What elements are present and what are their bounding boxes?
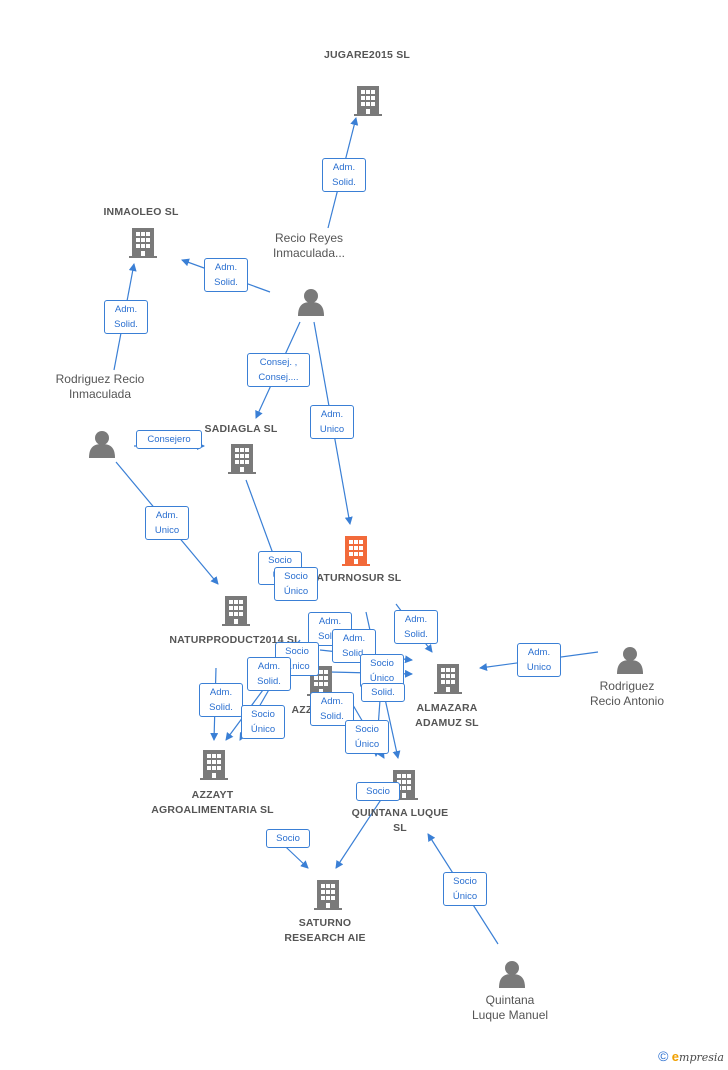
building-icon-sadiagla bbox=[228, 444, 256, 474]
company-almazara[interactable]: ALMAZARA ADAMUZ SL bbox=[415, 702, 479, 729]
building-icon-almazara bbox=[434, 664, 462, 694]
edge-label-consej[interactable]: Consej. , Consej.... bbox=[247, 353, 310, 387]
building-icon-azzayt bbox=[200, 750, 228, 780]
edge-label-adm-unico[interactable]: Adm. Unico bbox=[517, 643, 561, 677]
edge-label-socio-unico[interactable]: Socio Único bbox=[360, 654, 404, 688]
company-saturno[interactable]: SATURNO RESEARCH AIE bbox=[284, 917, 366, 944]
edge-label-socio-unico[interactable]: Socio Único bbox=[241, 705, 285, 739]
edge-label-adm-solid[interactable]: Adm. Solid. bbox=[322, 158, 366, 192]
company-naturproduct[interactable]: NATURPRODUCT2014 SL bbox=[169, 634, 301, 646]
person-icon-recio-reyes bbox=[298, 289, 324, 316]
company-azzayt[interactable]: AZZAYT AGROALIMENTARIA SL bbox=[151, 789, 274, 816]
company-jugare[interactable]: JUGARE2015 SL bbox=[323, 49, 411, 61]
person-quintana-manuel[interactable]: Quintana Luque Manuel bbox=[471, 993, 549, 1022]
person-rodriguez-antonio[interactable]: Rodriguez Recio Antonio bbox=[589, 679, 665, 708]
edge-label-solid[interactable]: Solid. bbox=[361, 683, 405, 702]
empresia-logo: © empresia bbox=[658, 1048, 724, 1064]
edge-label-consejero[interactable]: Consejero bbox=[136, 430, 202, 449]
edge-label-socio[interactable]: Socio bbox=[356, 782, 400, 801]
building-icon-saturno bbox=[314, 880, 342, 910]
person-rodriguez-inma[interactable]: Rodriguez Recio Inmaculada bbox=[55, 372, 145, 401]
company-quintana[interactable]: QUINTANA LUQUE SL bbox=[351, 807, 449, 834]
company-naturnosur[interactable]: NATURNOSUR SL bbox=[308, 572, 402, 584]
edge-label-adm-unico[interactable]: Adm. Unico bbox=[145, 506, 189, 540]
company-inmaoleo[interactable]: INMAOLEO SL bbox=[103, 206, 179, 218]
edge-label-socio-unico[interactable]: Socio ...nico bbox=[275, 642, 319, 676]
edge-label-adm-solid[interactable]: Adm. Solid. bbox=[394, 610, 438, 644]
edge-label-adm-solid[interactable]: Adm. Solid. bbox=[247, 657, 291, 691]
logo-initial: e bbox=[671, 1049, 680, 1064]
person-icon-rodriguez-antonio bbox=[617, 647, 643, 674]
company-azz-partial[interactable]: AZZ bbox=[291, 704, 313, 716]
edge-label-socio-unico[interactable]: Socio Único bbox=[345, 720, 389, 754]
edge-label-socio-unico[interactable]: Socio Único bbox=[443, 872, 487, 906]
building-icon-inmaoleo bbox=[129, 228, 157, 258]
building-icon-jugare bbox=[354, 86, 382, 116]
edge-quintana-saturno bbox=[335, 791, 387, 869]
edge-label-adm-solid[interactable]: Adm. Solid. bbox=[104, 300, 148, 334]
edge-label-socio-unico[interactable]: Socio Único bbox=[274, 567, 318, 601]
person-icon-rodriguez-inma bbox=[89, 431, 115, 458]
logo-brand: mpresia bbox=[679, 1051, 724, 1064]
edge-label-adm-unico[interactable]: Adm. Unico bbox=[310, 405, 354, 439]
building-icon-naturnosur bbox=[342, 536, 370, 566]
building-icon-naturproduct bbox=[222, 596, 250, 626]
person-icon-quintana-manuel bbox=[499, 961, 525, 988]
edge-label-adm-solid[interactable]: Adm. Solid. bbox=[204, 258, 248, 292]
copyright-symbol: © bbox=[658, 1048, 669, 1064]
company-sadiagla[interactable]: SADIAGLA SL bbox=[204, 423, 278, 435]
edge-label-adm-solid[interactable]: Adm. Solid. bbox=[199, 683, 243, 717]
edge-label-socio[interactable]: Socio bbox=[266, 829, 310, 848]
person-recio-reyes[interactable]: Recio Reyes Inmaculada... bbox=[272, 231, 346, 260]
